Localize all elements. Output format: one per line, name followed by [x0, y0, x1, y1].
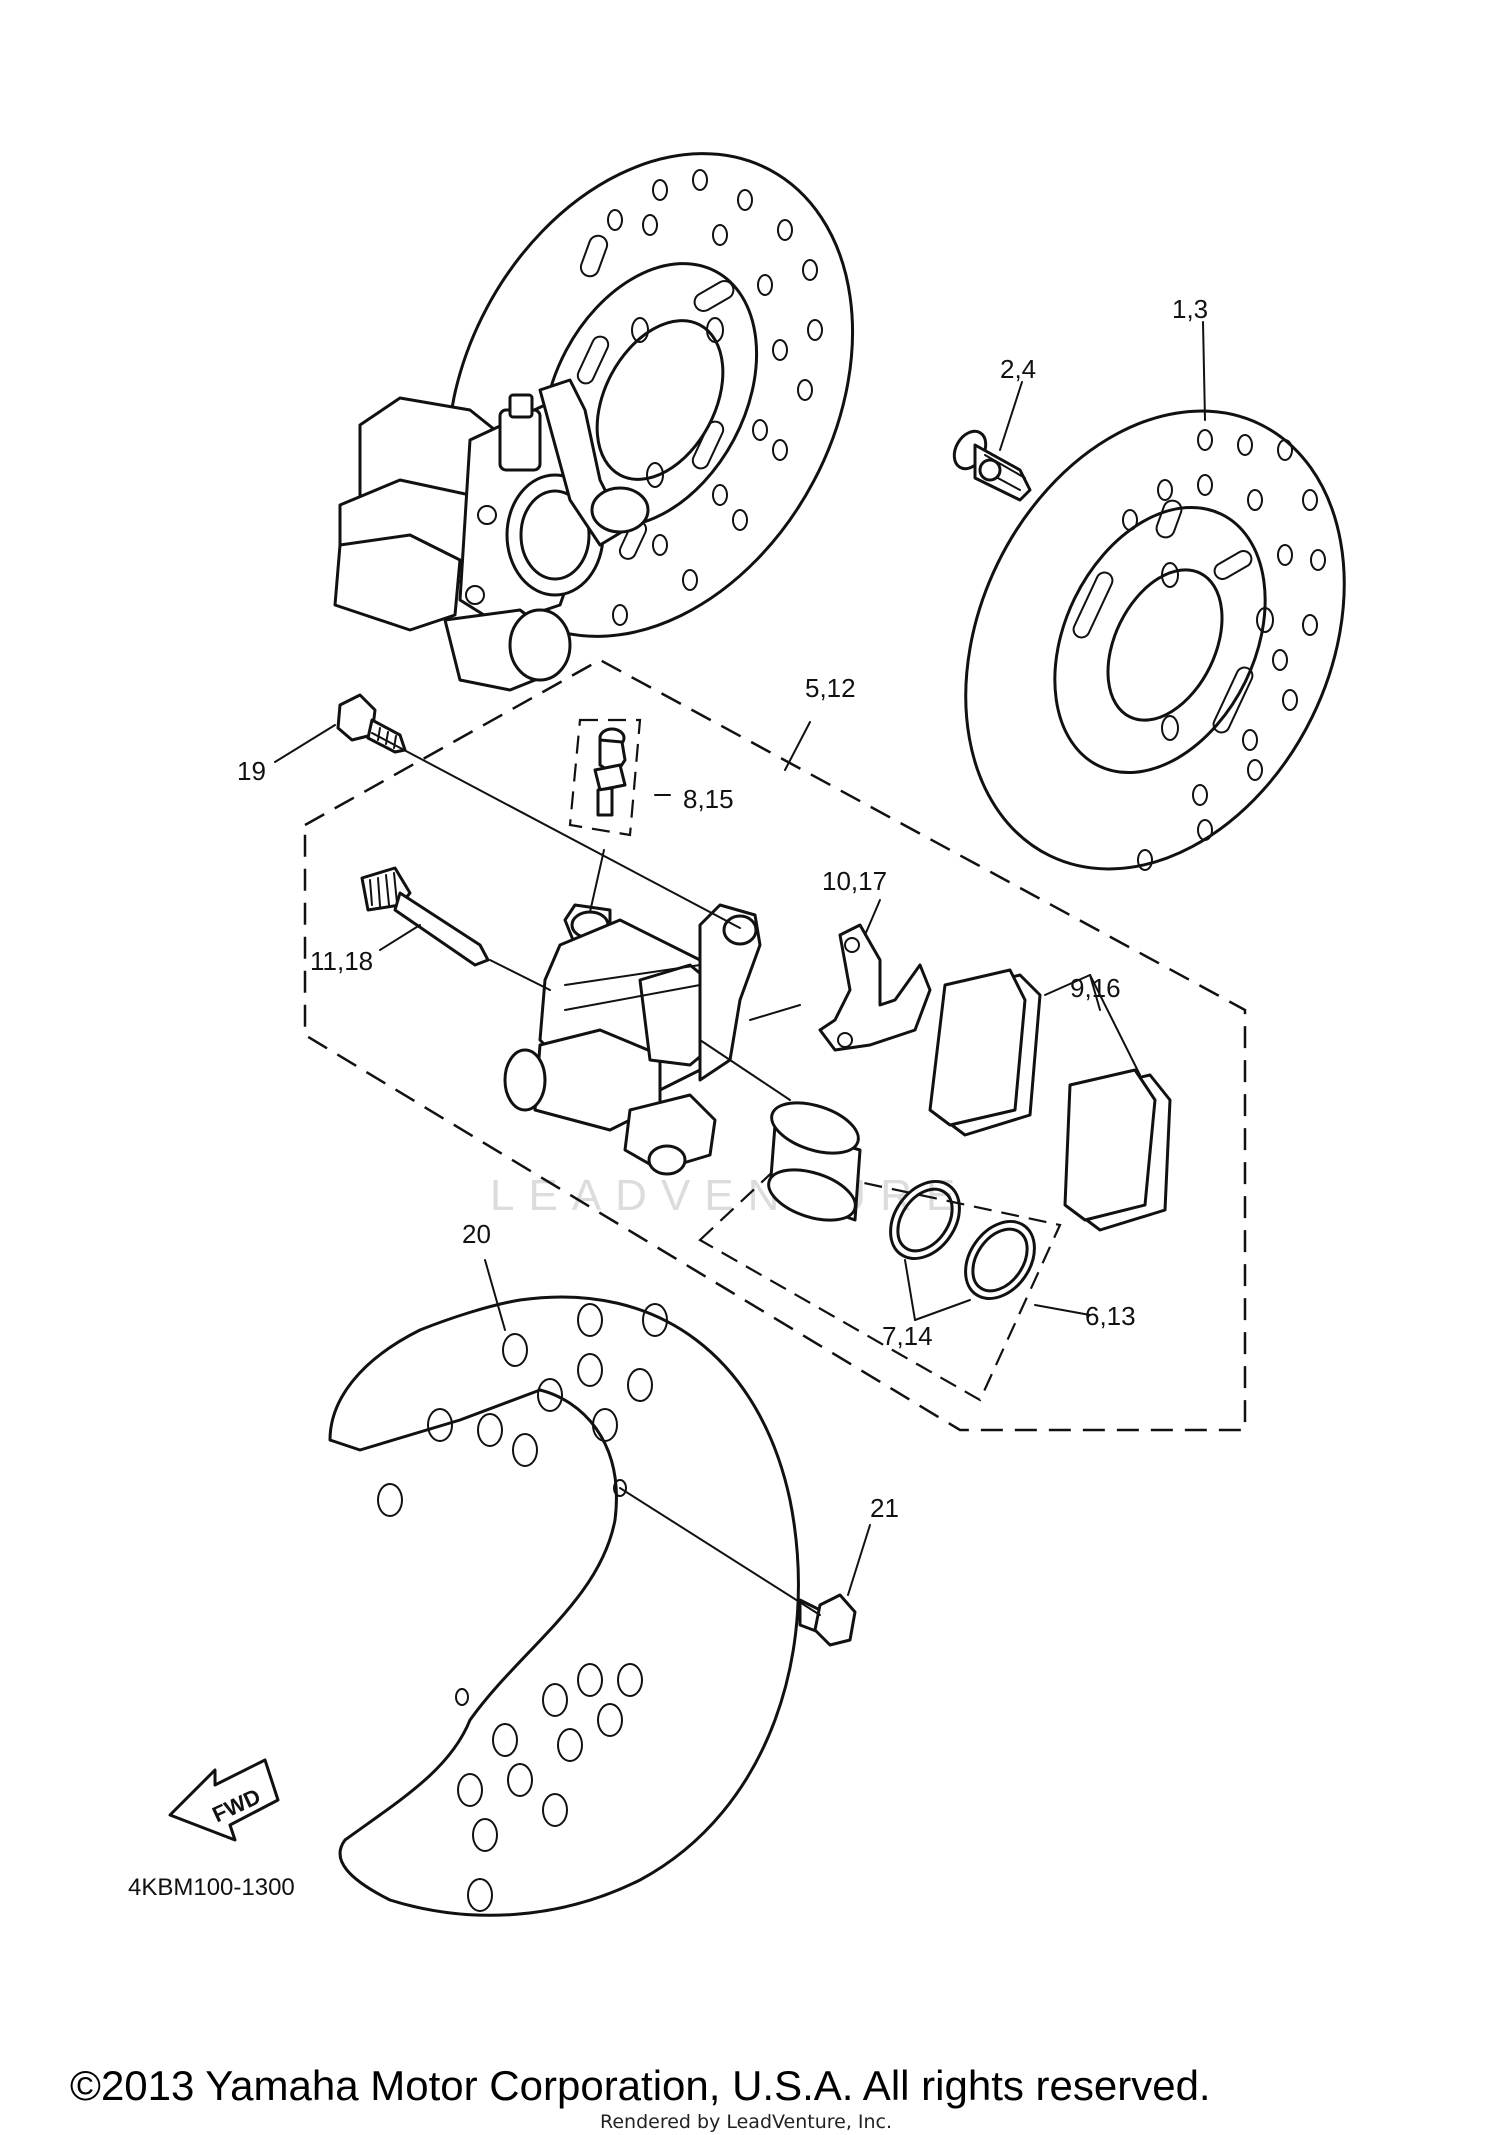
bleed-screw-part-8-15 — [593, 727, 627, 817]
callout-11-18: 11,18 — [310, 946, 373, 976]
caliper-bolt-part-19 — [336, 693, 407, 754]
callout-7-14: 7,14 — [882, 1321, 933, 1351]
callout-5-12: 5,12 — [805, 673, 856, 703]
callout-21: 21 — [870, 1493, 899, 1523]
brake-caliper-mounted — [333, 378, 650, 692]
callout-20: 20 — [462, 1219, 491, 1249]
copyright-notice: ©2013 Yamaha Motor Corporation, U.S.A. A… — [70, 2062, 1211, 2109]
piston-kit-box — [698, 1163, 1062, 1402]
piston-seals-part-7-14 — [889, 1180, 1036, 1300]
callout-19: 19 — [237, 756, 266, 786]
caliper-body-exploded — [503, 903, 762, 1176]
brake-disc-part-1-3 — [964, 409, 1346, 871]
callout-8-15: 8,15 — [683, 784, 734, 814]
rendered-by-note: Rendered by LeadVenture, Inc. — [600, 2111, 892, 2133]
callout-2-4: 2,4 — [1000, 354, 1036, 384]
diagram-code: 4KBM100-1300 — [128, 1874, 295, 1901]
pad-spring-part-10-17 — [818, 923, 932, 1052]
disc-guard-part-20 — [328, 1295, 800, 1917]
callout-6-13: 6,13 — [1085, 1301, 1136, 1331]
guard-bolt-part-21 — [798, 1593, 857, 1647]
brake-pads-part-9-16 — [928, 968, 1172, 1232]
callout-10-17: 10,17 — [822, 866, 887, 896]
guide-pin-part-11-18 — [360, 866, 490, 967]
piston — [767, 1101, 862, 1222]
forward-direction-arrow: FWD — [168, 1758, 280, 1842]
leadventure-watermark: LEADVENTURE — [490, 1171, 969, 1220]
leader-lines — [274, 321, 1206, 1616]
disc-bolt-part-2-4 — [952, 429, 1032, 502]
bleed-screw-box — [568, 718, 642, 837]
callout-1-3: 1,3 — [1172, 294, 1208, 324]
callout-9-16: 9,16 — [1070, 973, 1121, 1003]
